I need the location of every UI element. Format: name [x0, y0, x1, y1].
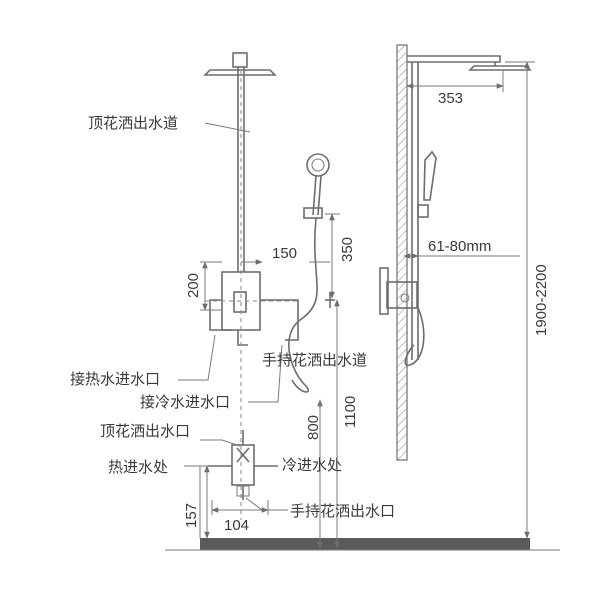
label-hand-shower-channel: 手持花洒出水道 [262, 351, 367, 369]
dimension-157: 157 [183, 465, 210, 539]
dim-150-label: 150 [272, 245, 297, 262]
dim-800-label: 800 [305, 415, 322, 440]
label-top-shower-channel: 顶花洒出水道 [88, 114, 178, 132]
hot-inlet-pipe [209, 299, 232, 331]
label-hot-inlet: 接热水进水口 [70, 370, 160, 388]
dim-1900-2200-label: 1900-2200 [533, 264, 550, 336]
dim-200-label: 200 [185, 273, 202, 298]
dimension-200: 200 [185, 261, 222, 311]
top-shower-arm [407, 55, 501, 63]
dim-104-label: 104 [224, 517, 249, 534]
label-hand-shower-outlet: 手持花洒出水口 [290, 502, 395, 520]
side-top-shower-head-icon [468, 65, 532, 71]
hand-shower-holder [303, 207, 323, 219]
dimension-1100: 1100 [334, 299, 359, 549]
dim-1100-label: 1100 [342, 396, 359, 428]
dimension-800: 800 [305, 399, 323, 549]
label-cold-in: 冷进水处 [282, 456, 342, 474]
hand-shower-hose [288, 217, 318, 393]
floor-slab [200, 538, 530, 550]
dim-353-label: 353 [438, 90, 463, 107]
side-hand-shower-icon [423, 150, 437, 201]
top-shower-head-icon [203, 69, 277, 76]
label-cold-inlet: 接冷水进水口 [140, 393, 230, 411]
dimension-150: 150 [241, 245, 330, 265]
dim-350-label: 350 [339, 237, 356, 262]
dimension-104: 104 [211, 500, 269, 534]
mixer-handle-icon [233, 291, 247, 313]
hand-shower-handle [312, 175, 317, 216]
mixer-detail-view [208, 430, 278, 500]
dimension-353: 353 [406, 70, 504, 107]
side-hose [404, 307, 425, 367]
label-top-shower-outlet: 顶花洒出水口 [100, 422, 190, 440]
side-mixer-body [386, 281, 418, 309]
wall-section [396, 44, 408, 461]
cold-inlet-pipe [260, 299, 299, 341]
dim-61-80mm-label: 61-80mm [428, 238, 491, 255]
label-hot-in: 热进水处 [108, 458, 168, 476]
dim-157-label: 157 [183, 503, 200, 528]
hand-shower-head-icon [306, 153, 330, 177]
dimension-61-80mm: 61-80mm [403, 238, 520, 259]
dimension-350: 350 [325, 213, 356, 299]
mixer-detail-valve-icon [236, 447, 250, 463]
dimension-1900-2200: 1900-2200 [505, 61, 550, 539]
top-shower-connector [232, 52, 248, 68]
front-view-shower [203, 52, 335, 520]
mixer-detail-body [231, 444, 255, 486]
